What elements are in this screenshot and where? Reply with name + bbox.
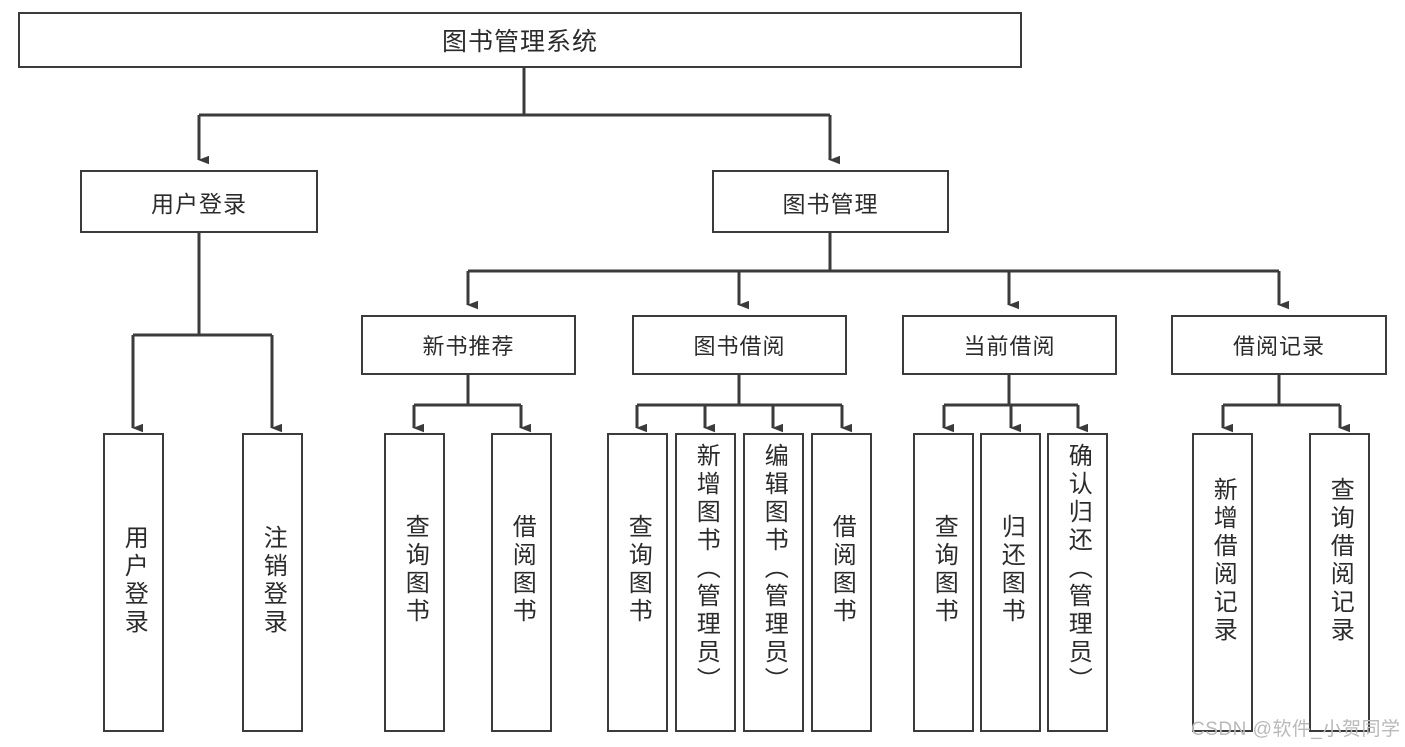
- node-leaf-query-book-current[interactable]: 查询图书: [913, 433, 974, 732]
- node-book-management[interactable]: 图书管理: [712, 170, 949, 233]
- node-leaf-add-book[interactable]: 新增图书（管理员）: [675, 433, 736, 732]
- node-borrow-record[interactable]: 借阅记录: [1171, 315, 1387, 375]
- node-user-login[interactable]: 用户登录: [80, 170, 318, 233]
- node-label: 借阅图书: [508, 514, 536, 626]
- node-label: 新增借阅记录: [1209, 477, 1237, 645]
- node-label: 确认归还（管理员）: [1064, 443, 1092, 695]
- node-label: 当前借阅: [963, 334, 1056, 359]
- node-label: 用户登录: [151, 190, 247, 217]
- node-label: 图书借阅: [693, 334, 786, 359]
- node-label: 借阅记录: [1232, 334, 1325, 359]
- node-leaf-edit-book[interactable]: 编辑图书（管理员）: [743, 433, 804, 732]
- node-root-book-management-system[interactable]: 图书管理系统: [18, 12, 1022, 68]
- node-leaf-confirm-return[interactable]: 确认归还（管理员）: [1047, 433, 1108, 732]
- node-label: 新书推荐: [422, 334, 515, 359]
- node-leaf-user-login[interactable]: 用户登录: [103, 433, 164, 732]
- node-leaf-return-book[interactable]: 归还图书: [980, 433, 1041, 732]
- node-leaf-query-book-recommend[interactable]: 查询图书: [384, 433, 445, 732]
- node-label: 查询图书: [401, 514, 429, 626]
- node-label: 借阅图书: [828, 514, 856, 626]
- node-leaf-query-borrow-record[interactable]: 查询借阅记录: [1309, 433, 1370, 732]
- node-label: 用户登录: [120, 525, 148, 637]
- node-leaf-borrow-book-borrow[interactable]: 借阅图书: [811, 433, 872, 732]
- node-new-book-recommend[interactable]: 新书推荐: [361, 315, 576, 375]
- node-leaf-logout-login[interactable]: 注销登录: [242, 433, 303, 732]
- node-leaf-add-borrow-record[interactable]: 新增借阅记录: [1192, 433, 1253, 732]
- node-label: 查询图书: [930, 514, 958, 626]
- node-label: 新增图书（管理员）: [692, 443, 720, 695]
- node-label: 图书管理系统: [441, 28, 598, 56]
- node-label: 查询借阅记录: [1326, 477, 1354, 645]
- node-label: 注销登录: [259, 525, 287, 637]
- node-current-borrow[interactable]: 当前借阅: [902, 315, 1117, 375]
- node-leaf-borrow-book-recommend[interactable]: 借阅图书: [491, 433, 552, 732]
- node-label: 编辑图书（管理员）: [760, 443, 788, 695]
- node-leaf-query-book-borrow[interactable]: 查询图书: [607, 433, 668, 732]
- node-label: 归还图书: [997, 514, 1025, 626]
- node-label: 查询图书: [624, 514, 652, 626]
- node-book-borrow[interactable]: 图书借阅: [632, 315, 847, 375]
- node-label: 图书管理: [782, 190, 879, 217]
